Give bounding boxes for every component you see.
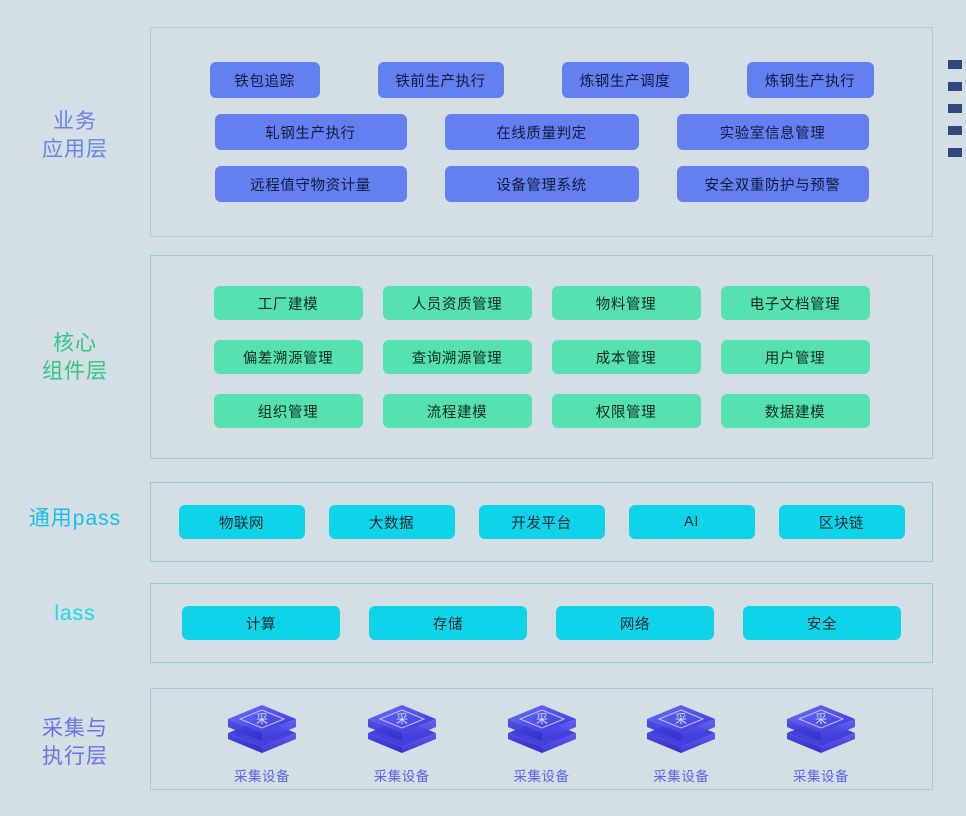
chip-business-2-3[interactable]: 实验室信息管理 <box>676 114 869 150</box>
chip-core-2-4[interactable]: 用户管理 <box>720 340 870 374</box>
device-label: 采集设备 <box>234 769 290 784</box>
chip-business-2-1[interactable]: 轧钢生产执行 <box>214 114 407 150</box>
layer-label-business: 业务 应用层 <box>42 110 108 161</box>
chip-paas-1[interactable]: 物联网 <box>178 505 305 539</box>
device-icon-glyph: 采 <box>396 712 408 726</box>
chip-iaas-2[interactable]: 存储 <box>369 606 527 640</box>
layer-label-paas: 通用pass <box>28 507 122 530</box>
panel-iaas-layer: 计算 存储 网络 安全 <box>150 583 933 663</box>
chip-core-3-3[interactable]: 权限管理 <box>551 394 701 428</box>
collection-device-icon: 采 <box>785 701 857 759</box>
chip-core-2-2[interactable]: 查询溯源管理 <box>382 340 532 374</box>
chip-core-2-1[interactable]: 偏差溯源管理 <box>213 340 363 374</box>
edge-bullet-list <box>948 60 966 157</box>
chip-paas-4[interactable]: AI <box>628 505 755 539</box>
chip-business-3-2[interactable]: 设备管理系统 <box>444 166 639 202</box>
chip-core-1-3[interactable]: 物料管理 <box>551 286 701 320</box>
chip-paas-3[interactable]: 开发平台 <box>478 505 605 539</box>
chip-core-1-4[interactable]: 电子文档管理 <box>720 286 870 320</box>
chip-business-1-4[interactable]: 炼钢生产执行 <box>746 62 874 98</box>
device-icon-glyph: 采 <box>256 712 268 726</box>
chip-core-1-1[interactable]: 工厂建模 <box>213 286 363 320</box>
panel-business-layer: 铁包追踪 铁前生产执行 炼钢生产调度 炼钢生产执行 轧钢生产执行 在线质量判定 … <box>150 27 933 237</box>
chip-core-3-2[interactable]: 流程建模 <box>382 394 532 428</box>
device-list: 采 采集设备 采 <box>151 701 932 785</box>
core-row-1: 工厂建模 人员资质管理 物料管理 电子文档管理 <box>151 286 932 320</box>
panel-device-layer: 采 采集设备 采 <box>150 688 933 790</box>
layer-label-device: 采集与 执行层 <box>42 717 108 768</box>
chip-business-1-1[interactable]: 铁包追踪 <box>209 62 320 98</box>
device-label: 采集设备 <box>513 769 570 784</box>
bullet-marker-2 <box>948 82 962 91</box>
collection-device-icon: 采 <box>506 701 578 759</box>
chip-core-2-3[interactable]: 成本管理 <box>551 340 701 374</box>
list-item-device-1[interactable]: 采 采集设备 <box>207 701 317 785</box>
chip-paas-5[interactable]: 区块链 <box>778 505 905 539</box>
chip-business-1-3[interactable]: 炼钢生产调度 <box>561 62 689 98</box>
paas-row-1: 物联网 大数据 开发平台 AI 区块链 <box>151 505 932 539</box>
chip-business-2-2[interactable]: 在线质量判定 <box>444 114 639 150</box>
collection-device-icon: 采 <box>366 701 438 759</box>
chip-business-1-2[interactable]: 铁前生产执行 <box>377 62 504 98</box>
device-label: 采集设备 <box>653 769 710 784</box>
business-row-2: 轧钢生产执行 在线质量判定 实验室信息管理 <box>151 114 932 150</box>
device-label: 采集设备 <box>793 769 849 784</box>
device-icon-glyph: 采 <box>675 712 687 726</box>
chip-paas-2[interactable]: 大数据 <box>328 505 455 539</box>
device-icon-glyph: 采 <box>815 712 827 726</box>
bullet-marker-5 <box>948 148 962 157</box>
bullet-marker-1 <box>948 60 962 69</box>
iaas-row-1: 计算 存储 网络 安全 <box>151 606 932 640</box>
list-item-device-4[interactable]: 采 采集设备 <box>626 701 736 785</box>
bullet-marker-3 <box>948 104 962 113</box>
chip-business-3-1[interactable]: 远程值守物资计量 <box>214 166 407 202</box>
device-icon-glyph: 采 <box>535 712 547 726</box>
device-label: 采集设备 <box>373 769 430 784</box>
collection-device-icon: 采 <box>226 701 298 759</box>
chip-core-3-4[interactable]: 数据建模 <box>720 394 870 428</box>
chip-core-1-2[interactable]: 人员资质管理 <box>382 286 532 320</box>
list-item-device-5[interactable]: 采 采集设备 <box>766 701 876 785</box>
layer-label-iaas: lass <box>54 602 96 625</box>
business-row-1: 铁包追踪 铁前生产执行 炼钢生产调度 炼钢生产执行 <box>151 62 932 98</box>
core-row-3: 组织管理 流程建模 权限管理 数据建模 <box>151 394 932 428</box>
panel-core-layer: 工厂建模 人员资质管理 物料管理 电子文档管理 偏差溯源管理 查询溯源管理 成本… <box>150 255 933 459</box>
chip-core-3-1[interactable]: 组织管理 <box>213 394 363 428</box>
chip-iaas-4[interactable]: 安全 <box>743 606 901 640</box>
core-row-2: 偏差溯源管理 查询溯源管理 成本管理 用户管理 <box>151 340 932 374</box>
business-row-3: 远程值守物资计量 设备管理系统 安全双重防护与预警 <box>151 166 932 202</box>
collection-device-icon: 采 <box>645 701 717 759</box>
chip-iaas-3[interactable]: 网络 <box>556 606 714 640</box>
panel-paas-layer: 物联网 大数据 开发平台 AI 区块链 <box>150 482 933 562</box>
bullet-marker-4 <box>948 126 962 135</box>
chip-business-3-3[interactable]: 安全双重防护与预警 <box>676 166 869 202</box>
list-item-device-2[interactable]: 采 采集设备 <box>347 701 457 785</box>
list-item-device-3[interactable]: 采 采集设备 <box>487 701 597 785</box>
layer-label-core: 核心 组件层 <box>42 332 108 383</box>
chip-iaas-1[interactable]: 计算 <box>182 606 340 640</box>
